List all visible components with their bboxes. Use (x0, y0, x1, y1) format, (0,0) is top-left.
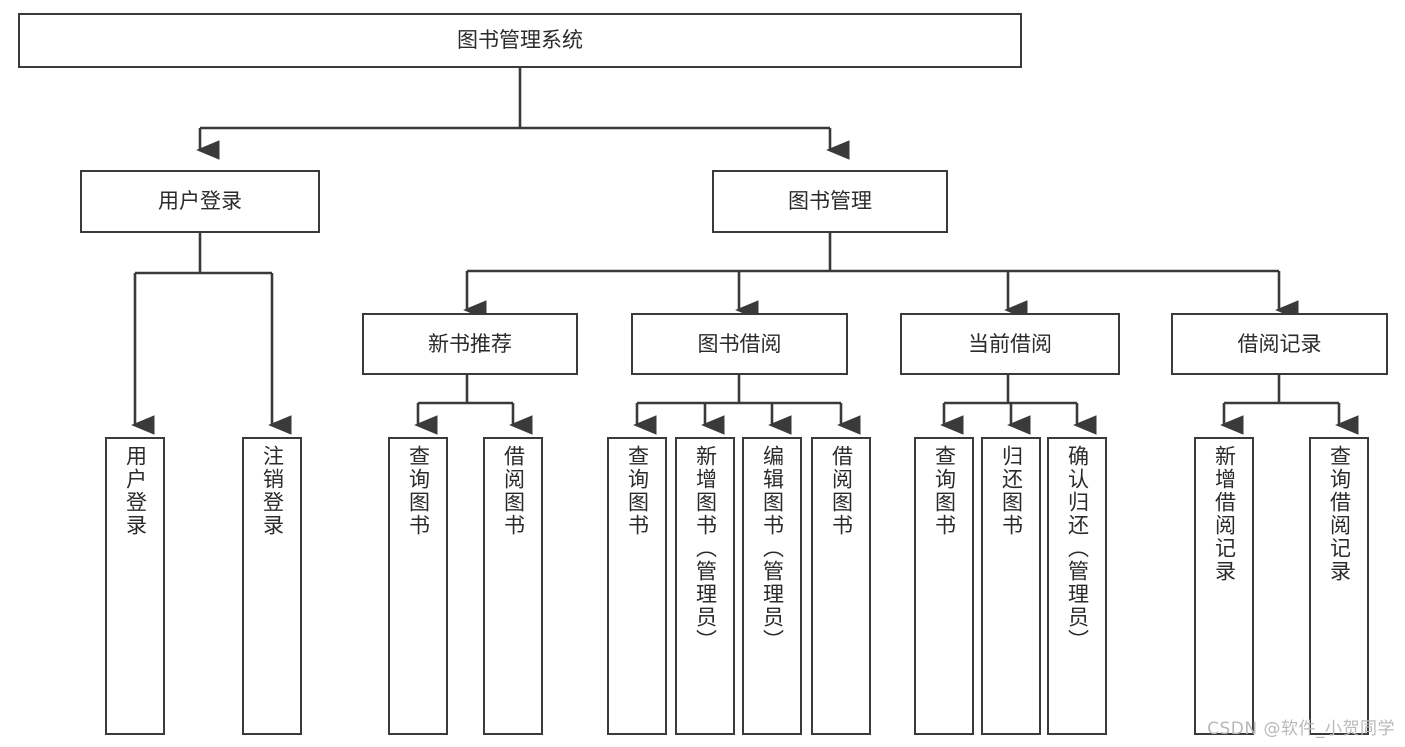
node-leaf-add-book[interactable]: 新增图书（管理员） (675, 437, 735, 735)
node-root-label: 图书管理系统 (457, 28, 583, 53)
node-leaf-query-record-label: 查询借阅记录 (1327, 445, 1352, 583)
node-current-borrow[interactable]: 当前借阅 (900, 313, 1120, 375)
node-leaf-query-record[interactable]: 查询借阅记录 (1309, 437, 1369, 735)
node-new-book-recommend[interactable]: 新书推荐 (362, 313, 578, 375)
node-user-login[interactable]: 用户登录 (80, 170, 320, 233)
node-leaf-add-record-label: 新增借阅记录 (1212, 445, 1237, 583)
node-leaf-edit-book[interactable]: 编辑图书（管理员） (742, 437, 802, 735)
node-current-borrow-label: 当前借阅 (968, 331, 1052, 356)
node-leaf-edit-book-label: 编辑图书（管理员） (760, 445, 785, 652)
node-user-login-label: 用户登录 (158, 189, 242, 214)
node-leaf-borrow-book-1-label: 借阅图书 (501, 445, 526, 537)
node-book-manage[interactable]: 图书管理 (712, 170, 948, 233)
node-leaf-query-book-3[interactable]: 查询图书 (914, 437, 974, 735)
node-leaf-user-login-label: 用户登录 (123, 445, 148, 537)
node-leaf-logout-login[interactable]: 注销登录 (242, 437, 302, 735)
node-leaf-add-record[interactable]: 新增借阅记录 (1194, 437, 1254, 735)
node-leaf-borrow-book-1[interactable]: 借阅图书 (483, 437, 543, 735)
node-leaf-user-login[interactable]: 用户登录 (105, 437, 165, 735)
node-root[interactable]: 图书管理系统 (18, 13, 1022, 68)
node-leaf-borrow-book-2[interactable]: 借阅图书 (811, 437, 871, 735)
watermark: CSDN @软件_小贺同学 (1207, 719, 1395, 739)
node-leaf-confirm-return-label: 确认归还（管理员） (1065, 445, 1090, 652)
node-book-manage-label: 图书管理 (788, 189, 872, 214)
node-new-book-recommend-label: 新书推荐 (428, 331, 512, 356)
node-leaf-confirm-return[interactable]: 确认归还（管理员） (1047, 437, 1107, 735)
node-leaf-return-book[interactable]: 归还图书 (981, 437, 1041, 735)
node-leaf-add-book-label: 新增图书（管理员） (693, 445, 718, 652)
node-book-borrow-label: 图书借阅 (697, 331, 782, 356)
node-leaf-query-book-3-label: 查询图书 (932, 445, 957, 537)
node-leaf-query-book-2[interactable]: 查询图书 (607, 437, 667, 735)
node-leaf-logout-login-label: 注销登录 (260, 445, 285, 537)
node-book-borrow[interactable]: 图书借阅 (631, 313, 848, 375)
node-leaf-borrow-book-2-label: 借阅图书 (829, 445, 854, 537)
node-borrow-record-label: 借阅记录 (1237, 331, 1322, 356)
node-borrow-record[interactable]: 借阅记录 (1171, 313, 1388, 375)
node-leaf-query-book-1[interactable]: 查询图书 (388, 437, 448, 735)
node-leaf-return-book-label: 归还图书 (999, 445, 1024, 537)
node-leaf-query-book-2-label: 查询图书 (625, 445, 650, 537)
node-leaf-query-book-1-label: 查询图书 (406, 445, 431, 537)
